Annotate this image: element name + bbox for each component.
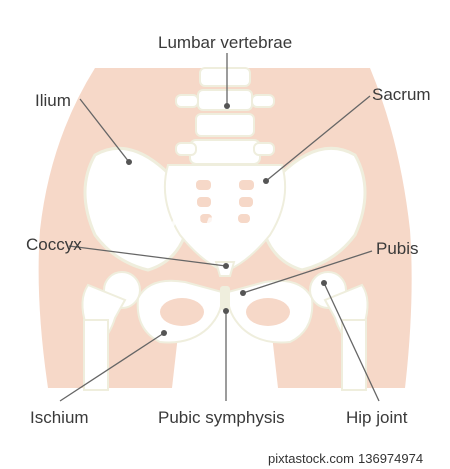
sacral-foramina xyxy=(196,180,254,223)
leader-lines xyxy=(59,53,380,402)
footer-bar xyxy=(0,448,450,469)
footer-image-id: 136974974 xyxy=(358,451,424,466)
right-ilium xyxy=(263,146,367,272)
watermark: PIXTA xyxy=(128,212,225,245)
label-sacrum: Sacrum xyxy=(372,85,431,104)
right-femur xyxy=(309,271,369,391)
label-coccyx: Coccyx xyxy=(26,235,82,254)
left-femur xyxy=(81,271,141,391)
label-pubic-symphysis: Pubic symphysis xyxy=(158,408,285,427)
label-pubis: Pubis xyxy=(376,239,419,258)
pubic-symphysis-cartilage xyxy=(220,286,230,310)
label-ischium: Ischium xyxy=(30,408,89,427)
label-hip-joint: Hip joint xyxy=(346,408,408,427)
footer-site: pixtastock.com xyxy=(268,451,354,466)
label-ilium: Ilium xyxy=(35,91,71,110)
lumbar-vertebrae xyxy=(175,67,275,165)
label-lumbar-vertebrae: Lumbar vertebrae xyxy=(158,33,293,52)
